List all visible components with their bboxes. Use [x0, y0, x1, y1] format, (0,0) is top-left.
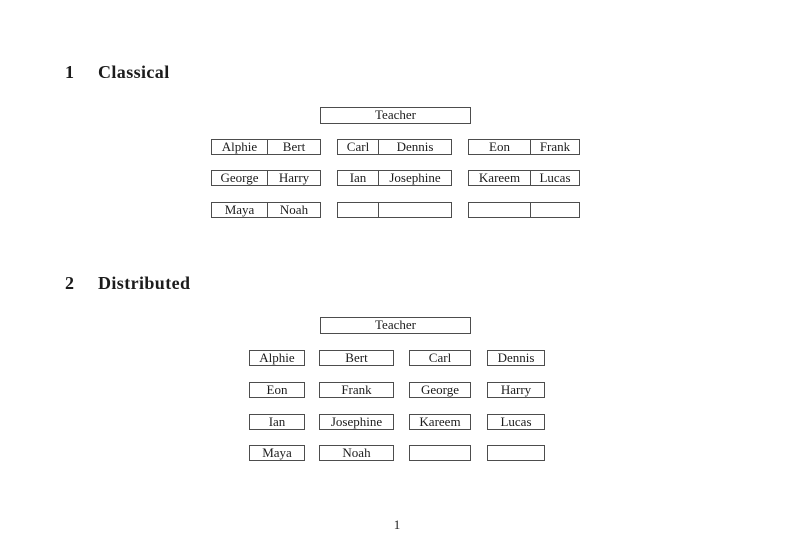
- seat: Josephine: [378, 171, 451, 185]
- teacher-label: Teacher: [375, 317, 416, 332]
- seat: Dennis: [497, 350, 535, 365]
- desk: Carl: [409, 350, 471, 366]
- desk: Carl Dennis: [337, 139, 452, 155]
- desk: Alphie: [249, 350, 305, 366]
- seat: George: [220, 171, 259, 185]
- desk: George: [409, 382, 471, 398]
- desk: Eon: [249, 382, 305, 398]
- desk: George Harry: [211, 170, 321, 186]
- seat: Lucas: [530, 171, 579, 185]
- seat: Ian: [268, 414, 286, 429]
- desk: Kareem Lucas: [468, 170, 580, 186]
- desk: Maya: [249, 445, 305, 461]
- seat: Kareem: [478, 171, 521, 185]
- seat: [378, 203, 451, 217]
- seat: Josephine: [330, 414, 383, 429]
- seat: Harry: [500, 382, 532, 397]
- seat: Frank: [530, 140, 579, 154]
- seat: [469, 203, 530, 217]
- seat: Dennis: [378, 140, 451, 154]
- desk: Kareem: [409, 414, 471, 430]
- teacher-box: Teacher: [320, 107, 471, 124]
- seat: Noah: [267, 203, 320, 217]
- section-number: 1: [65, 62, 75, 82]
- desk: [468, 202, 580, 218]
- desk: Maya Noah: [211, 202, 321, 218]
- seat: Carl: [346, 140, 370, 154]
- seat: Eon: [266, 382, 288, 397]
- seat: Eon: [489, 140, 510, 154]
- teacher-box: Teacher: [320, 317, 471, 334]
- seat: Maya: [262, 445, 292, 460]
- seat: Bert: [345, 350, 368, 365]
- section-title: Distributed: [98, 273, 191, 293]
- seat: Lucas: [500, 414, 532, 429]
- section-heading-classical: 1 Classical: [65, 62, 170, 83]
- seat: Noah: [342, 445, 371, 460]
- desk: [409, 445, 471, 461]
- section-number: 2: [65, 273, 75, 293]
- desk: Alphie Bert: [211, 139, 321, 155]
- seat: [338, 203, 378, 217]
- seat: Frank: [341, 382, 372, 397]
- desk: Bert: [319, 350, 394, 366]
- seat: Carl: [428, 350, 452, 365]
- seat: Alphie: [259, 350, 295, 365]
- section-heading-distributed: 2 Distributed: [65, 273, 190, 294]
- section-title: Classical: [98, 62, 170, 82]
- seat: Bert: [267, 140, 320, 154]
- desk: Noah: [319, 445, 394, 461]
- desk: Josephine: [319, 414, 394, 430]
- desk: Ian Josephine: [337, 170, 452, 186]
- teacher-label: Teacher: [375, 107, 416, 122]
- seat: Kareem: [419, 414, 461, 429]
- desk: [337, 202, 452, 218]
- seat: Maya: [224, 203, 255, 217]
- page-number: 1: [393, 517, 401, 532]
- seat: Ian: [349, 171, 367, 185]
- seat: [530, 203, 579, 217]
- seat: George: [420, 382, 460, 397]
- desk: Frank: [319, 382, 394, 398]
- desk: Lucas: [487, 414, 545, 430]
- desk: [487, 445, 545, 461]
- desk: Ian: [249, 414, 305, 430]
- seat: Harry: [267, 171, 320, 185]
- seat: Alphie: [221, 140, 258, 154]
- desk: Dennis: [487, 350, 545, 366]
- desk: Eon Frank: [468, 139, 580, 155]
- desk: Harry: [487, 382, 545, 398]
